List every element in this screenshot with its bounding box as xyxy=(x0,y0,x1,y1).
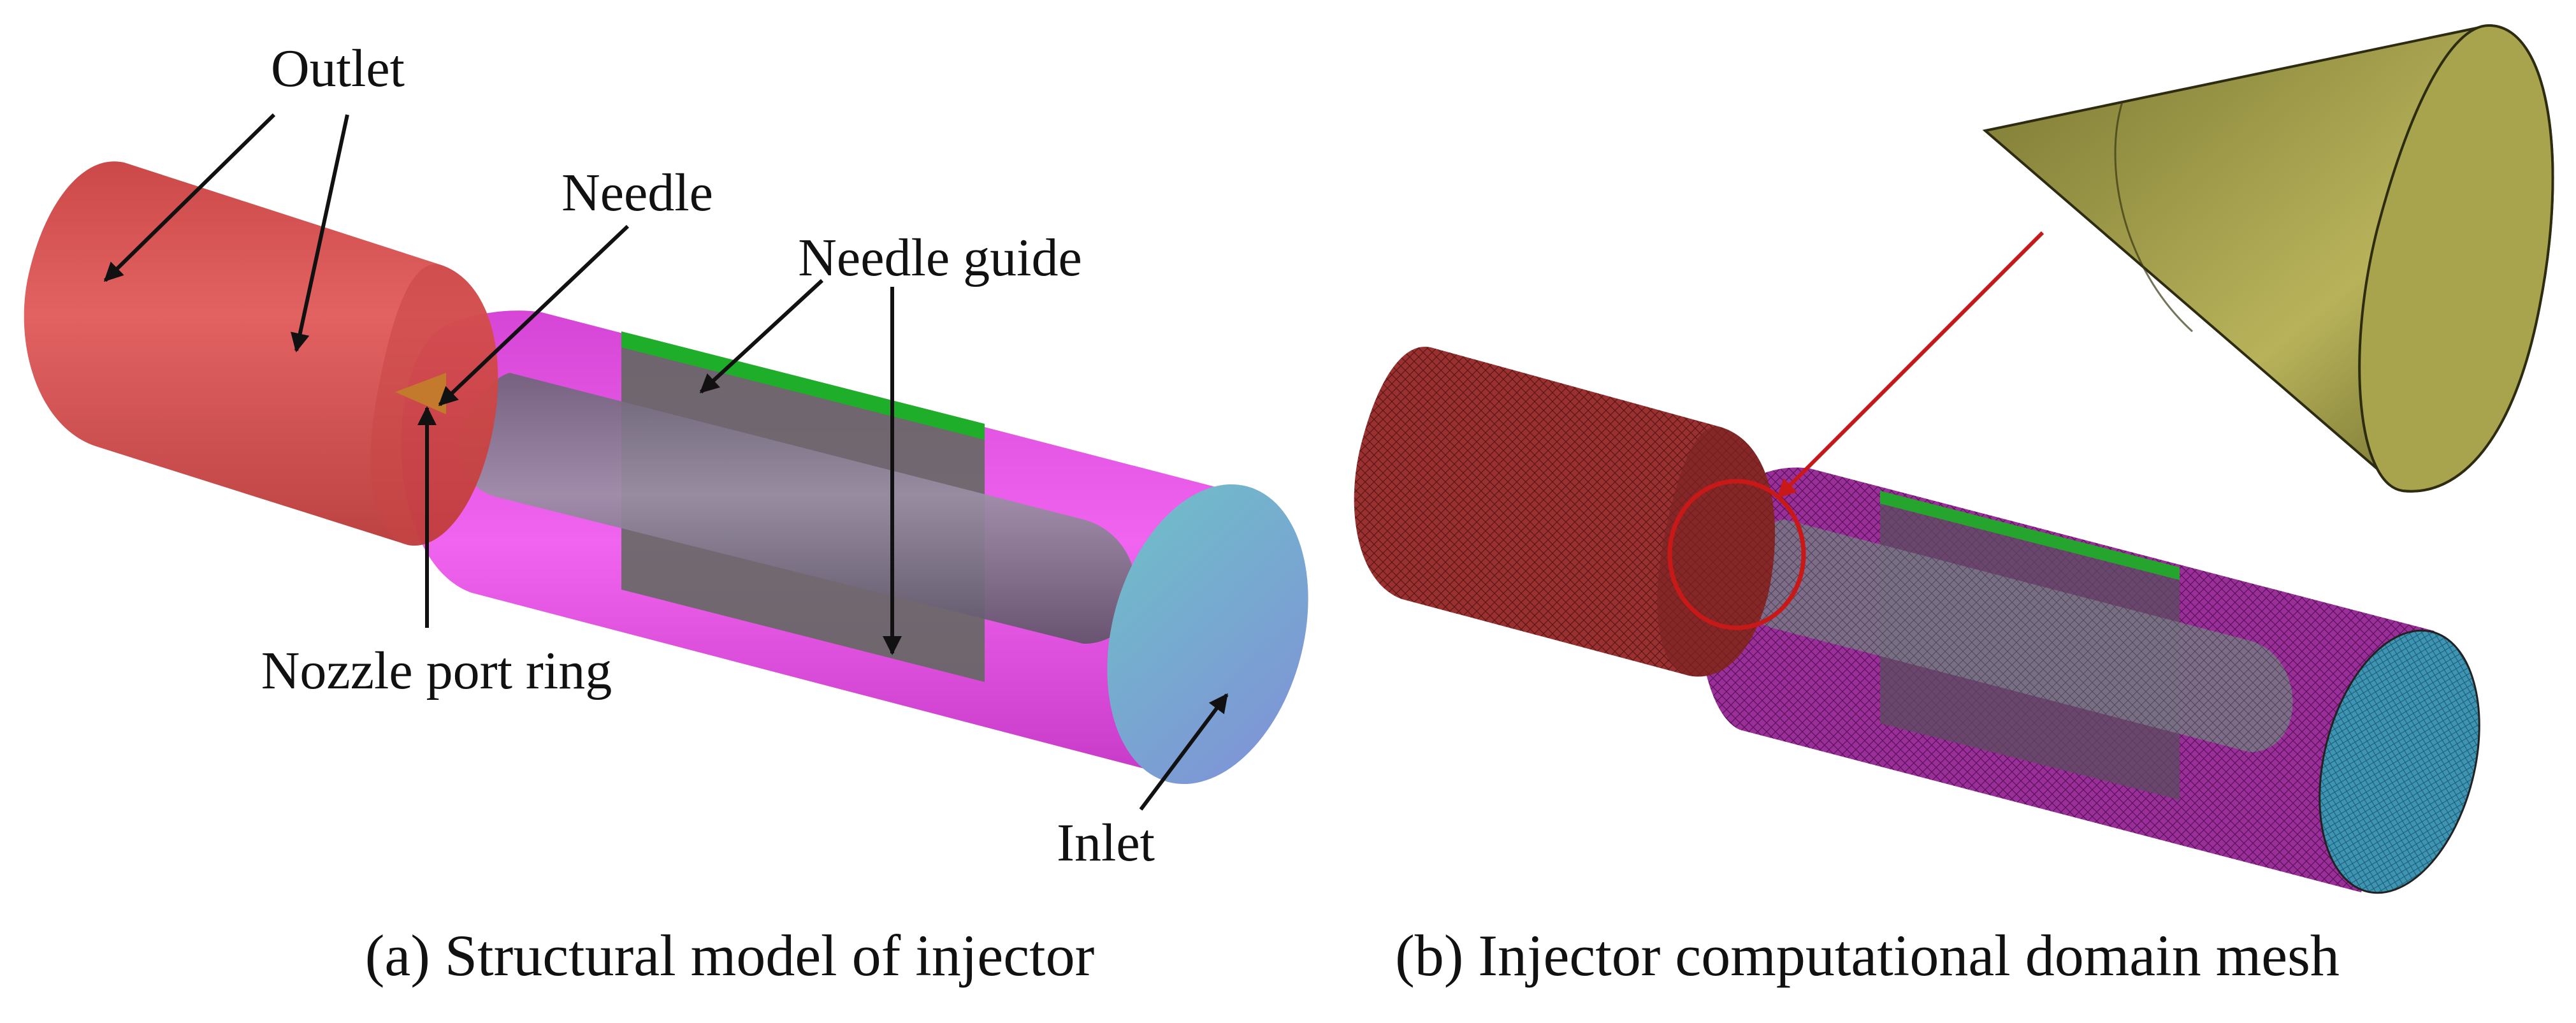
caption-b: (b) Injector computational domain mesh xyxy=(1395,923,2340,988)
label-needle-guide: Needle guide xyxy=(798,228,1082,287)
zoom-arrow xyxy=(1776,231,2044,499)
zoom-highlight-circle xyxy=(1667,479,1806,630)
mesh-needle xyxy=(1739,519,2293,752)
label-nozzle-port-ring: Nozzle port ring xyxy=(261,641,612,700)
panel-b-mesh: (b) Injector computational domain mesh xyxy=(1354,24,2554,988)
leader-arrows-a xyxy=(103,113,1229,811)
needle xyxy=(458,373,1136,644)
caption-a: (a) Structural model of injector xyxy=(365,923,1094,988)
nozzle-tip xyxy=(395,373,446,414)
label-needle: Needle xyxy=(561,163,713,222)
inlet-face xyxy=(1107,484,1308,785)
label-outlet: Outlet xyxy=(271,39,405,98)
mesh-inlet-face xyxy=(2319,629,2480,894)
panel-a-structural-model: Outlet Needle Needle guide Nozzle port r… xyxy=(24,39,1308,988)
label-inlet: Inlet xyxy=(1057,813,1155,873)
mesh-outlet-cylinder xyxy=(1354,346,1776,677)
mesh-guide-top xyxy=(1880,491,2180,580)
zoomed-nozzle-cone xyxy=(1982,24,2554,493)
